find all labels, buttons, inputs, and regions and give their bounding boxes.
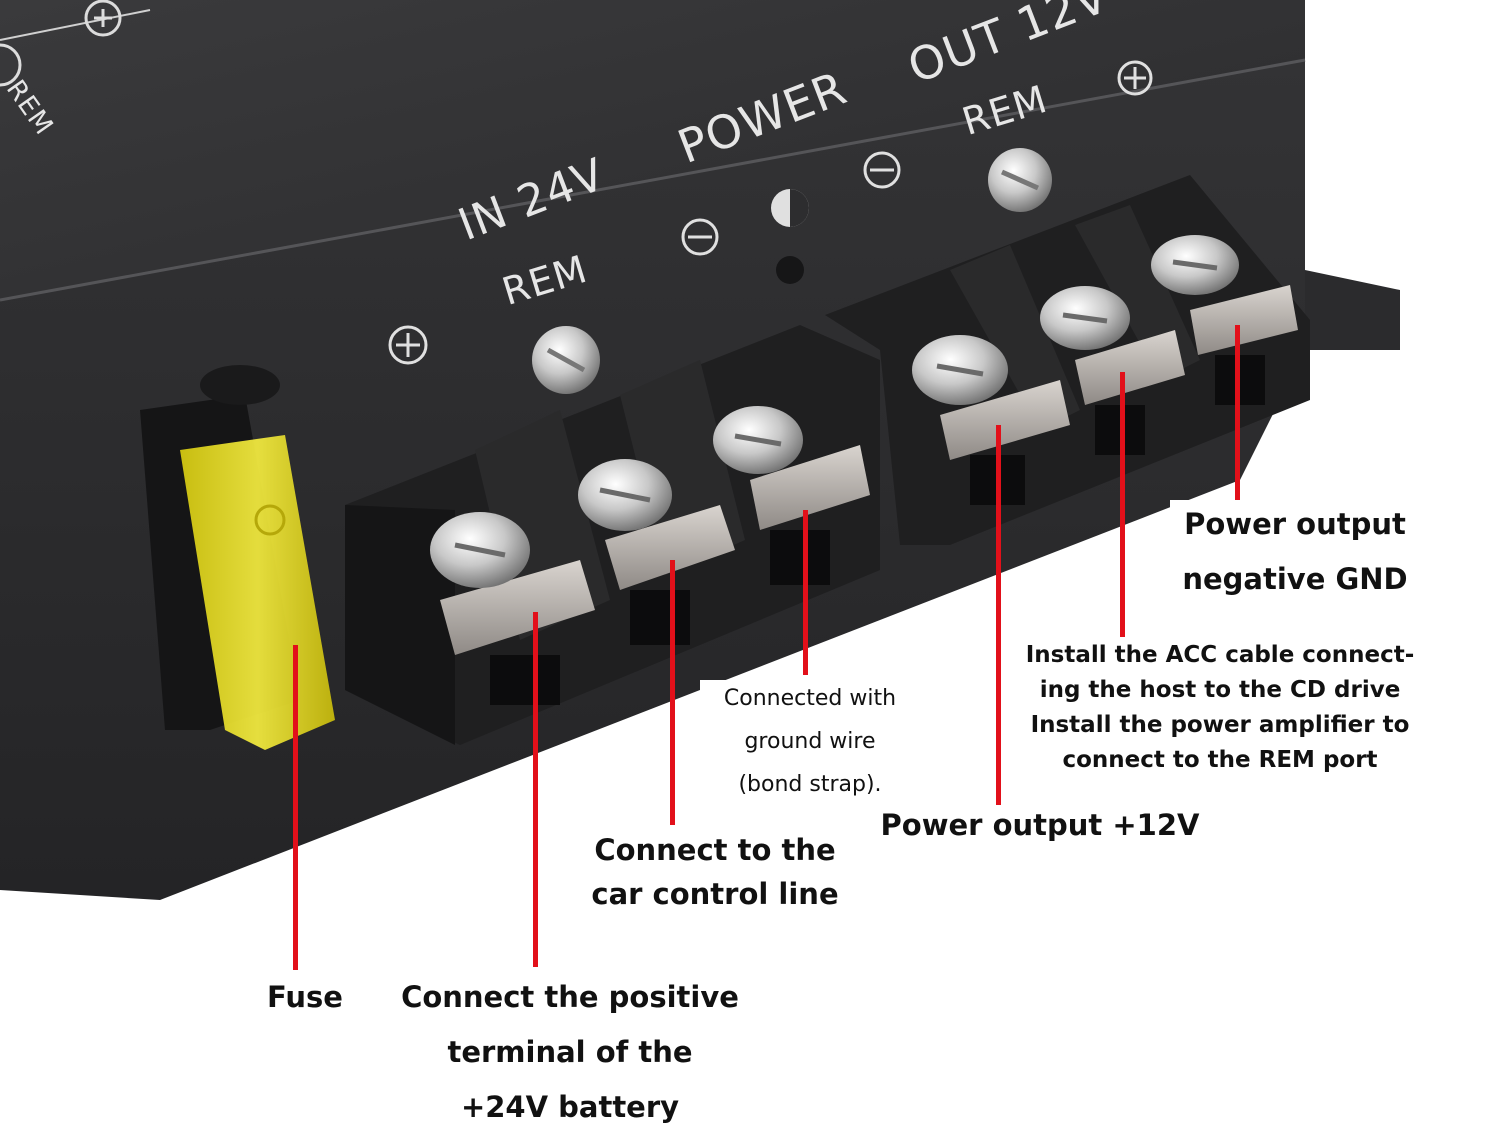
leader-gnd [1235,325,1240,500]
screw-icon [532,326,600,394]
screw-icon [578,459,672,531]
minus-symbol-icon [681,218,719,256]
callout-battery-positive: Connect the positive terminal of the +24… [401,980,739,1124]
minus-symbol-icon [863,151,901,189]
leader-ground [803,510,808,675]
screw-icon [1151,235,1239,295]
callout-acc-rem: Install the ACC cable connect- ing the h… [1025,642,1415,773]
screw-icon [988,148,1052,212]
housing-top [0,0,1305,300]
plus-symbol-icon [1117,60,1153,96]
callout-power-output-gnd: Power output negative GND [1182,507,1408,596]
screw-icon [912,335,1008,405]
mounting-flange [1305,270,1400,350]
callout-control-line: Connect to the car control line [591,833,839,911]
screw-icon [713,406,803,474]
leader-acc [1120,372,1125,637]
callout-fuse: Fuse [267,980,343,1014]
callout-power-output-12v: Power output +12V [880,808,1200,842]
leader-out12 [996,425,1001,805]
leader-fuse [293,645,298,970]
plus-symbol-icon [84,0,122,37]
screw-icon [1040,286,1130,350]
leader-battery [533,612,538,967]
screw-icon [430,512,530,588]
plus-symbol-icon [388,325,428,365]
terminal-block-output [825,175,1310,545]
power-led-icon [771,189,809,284]
callout-ground-wire: Connected with ground wire (bond strap). [723,686,897,797]
terminal-block-input [345,325,880,745]
leader-control [670,560,675,825]
